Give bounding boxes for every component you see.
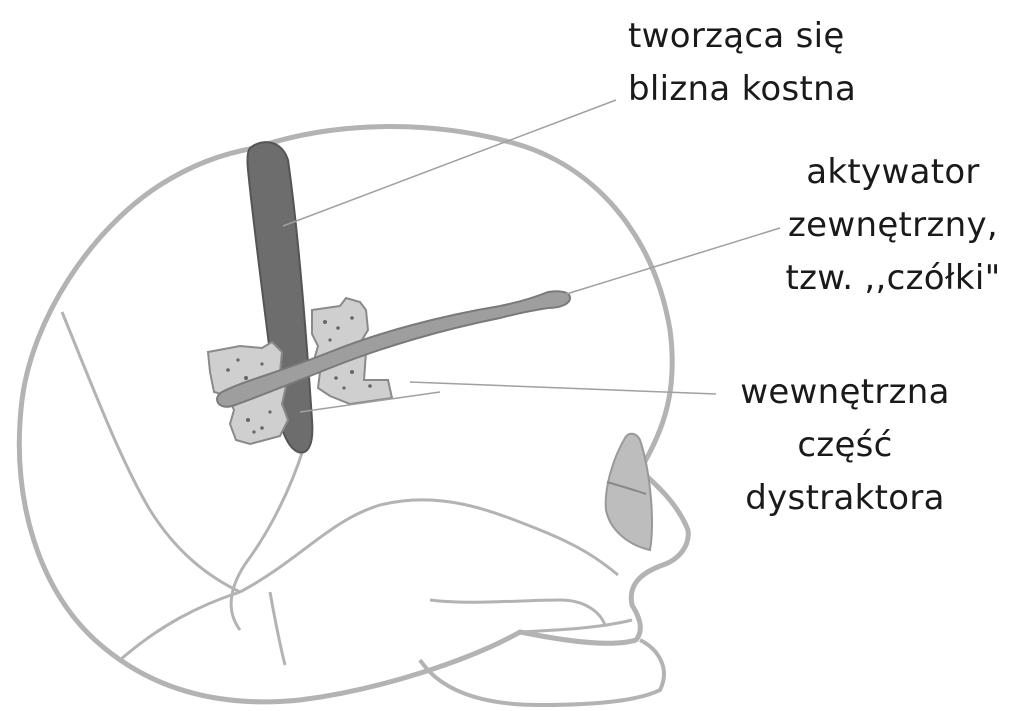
label-bone-scar-line-2: blizna kostna [628, 63, 856, 116]
label-external-activator-line-3: tzw. ,,czółki" [782, 252, 1004, 305]
orbit-shape [606, 434, 652, 550]
suture-occipital [120, 592, 240, 660]
label-external-activator-line-2: zewnętrzny, [782, 199, 1004, 252]
skull-outline [19, 127, 688, 702]
label-external-activator-line-1: aktywator [782, 146, 1004, 199]
zygomatic-arch [430, 600, 605, 625]
suture-sphenoid [270, 592, 285, 665]
label-internal-distractor-line-2: część [724, 419, 966, 472]
mandible-outline [420, 640, 664, 705]
suture-squamosal [240, 500, 618, 592]
label-internal-distractor-line-1: wewnętrzna [724, 366, 966, 419]
label-bone-scar-line-1: tworząca się [628, 10, 856, 63]
maxilla-line [520, 620, 632, 632]
suture-coronal [231, 450, 303, 630]
leader-line-activator [560, 228, 780, 296]
label-internal-distractor: wewnętrzna część dystraktora [724, 366, 966, 525]
label-bone-scar: tworząca się blizna kostna [628, 10, 856, 116]
label-external-activator: aktywator zewnętrzny, tzw. ,,czółki" [782, 146, 1004, 305]
label-internal-distractor-line-3: dystraktora [724, 472, 966, 525]
